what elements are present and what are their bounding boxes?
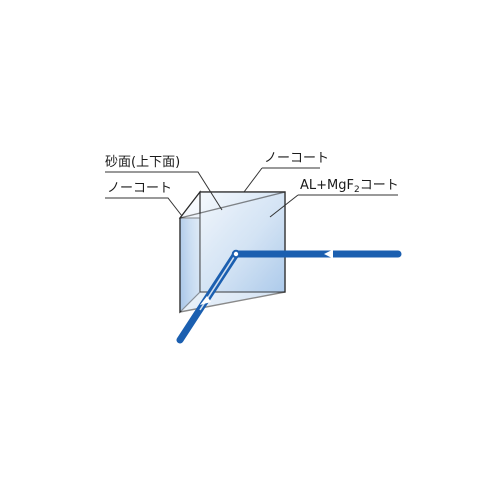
label-reflective-coat-suffix: コート [360, 178, 399, 193]
label-no-coat-top: ノーコート [264, 151, 329, 166]
leader-lines [105, 167, 398, 218]
label-frosted-surfaces: 砂面(上下面) [105, 155, 180, 170]
label-no-coat-left: ノーコート [107, 181, 172, 196]
label-reflective-coat-subscript: 2 [354, 185, 360, 195]
beam-arrow-outgoing [200, 296, 211, 305]
label-reflective-coat: AL+MgF2コート [300, 178, 399, 195]
label-reflective-coat-main: AL+MgF [300, 178, 354, 193]
beam-arrow-incoming [324, 249, 333, 259]
